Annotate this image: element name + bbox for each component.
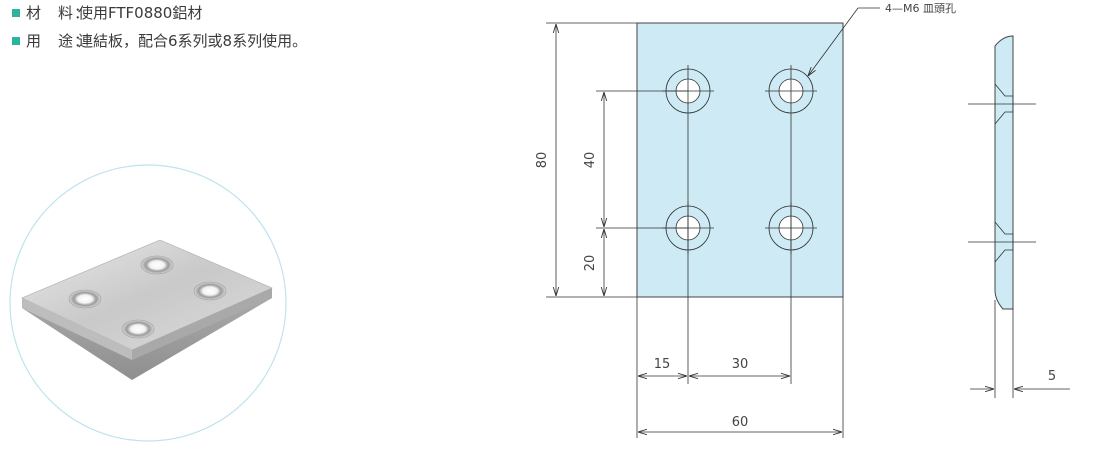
plate-side (22, 298, 132, 360)
dim-thickness: 5 (1048, 369, 1056, 384)
spec-usage: 用 途：連結板，配合6系列或8系列使用。 (12, 31, 307, 51)
side-countersink-top (968, 83, 1036, 125)
countersink-hole (140, 255, 174, 275)
plate-side (132, 288, 272, 360)
dim-hole-spacing-v: 40 (583, 152, 598, 169)
spec-usage-value: 連結板，配合6系列或8系列使用。 (78, 32, 308, 50)
callout-leader (808, 7, 859, 76)
dim-height-total: 80 (535, 152, 550, 169)
countersink-hole (68, 289, 102, 309)
spec-material-label: 材 料： (26, 4, 91, 22)
spec-usage-label: 用 途： (26, 32, 91, 50)
spec-material: 材 料：使用FTF0880鋁材 (12, 3, 202, 23)
side-countersink-bottom (968, 221, 1036, 263)
hole-callout-label: 4—M6 皿頭孔 (885, 2, 956, 15)
countersink-hole (121, 319, 155, 339)
dim-width-total: 60 (732, 415, 749, 430)
bullet-icon (12, 9, 20, 17)
dim-hole-spacing-h: 30 (732, 357, 749, 372)
plate-front-view (636, 22, 844, 298)
hole-top-right (765, 65, 817, 117)
countersink-hole (193, 281, 227, 301)
product-photo (9, 164, 287, 442)
dim-left-offset: 15 (654, 357, 671, 372)
plate-side-view (994, 35, 1014, 310)
dim-bottom-offset: 20 (583, 255, 598, 272)
bullet-icon (12, 37, 20, 45)
spec-material-value: 使用FTF0880鋁材 (78, 4, 203, 22)
